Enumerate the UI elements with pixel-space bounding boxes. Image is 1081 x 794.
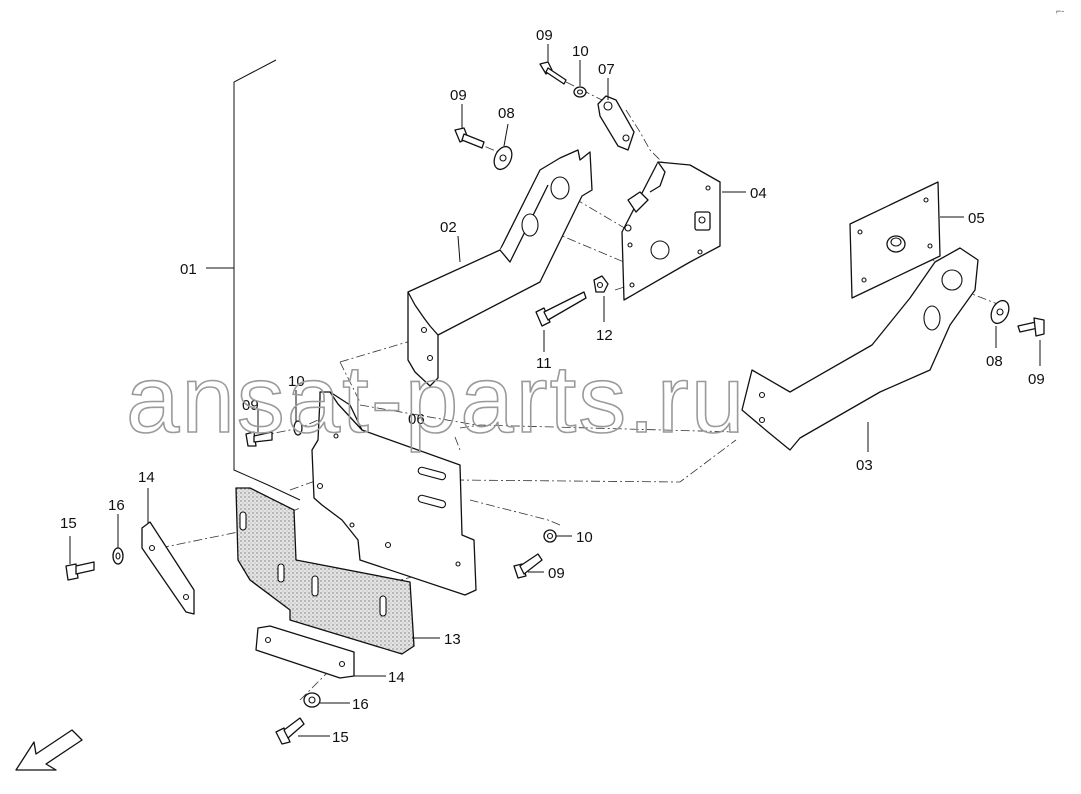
bolt-09-right (1017, 317, 1045, 337)
bolt-09-lower-right (513, 553, 543, 579)
bolt-15-left (65, 561, 95, 581)
assembly-01-bracket (233, 59, 301, 501)
callout-01: 01 (180, 261, 197, 278)
callout-10-top: 10 (572, 43, 589, 60)
part-02-bracket (407, 149, 593, 387)
bolt-11 (535, 291, 587, 327)
part-06-bracket (311, 391, 477, 596)
callout-15-lower: 15 (332, 729, 349, 746)
washer-16-lower (303, 692, 321, 708)
callout-04: 04 (750, 185, 767, 202)
callout-08-left: 08 (498, 105, 515, 122)
callout-09-left: 09 (242, 397, 259, 414)
washer-10-top (573, 86, 587, 98)
part-07-link (597, 95, 635, 151)
callout-08-right: 08 (986, 353, 1003, 370)
callout-09-top: 09 (536, 27, 553, 44)
part-13-pad (235, 487, 415, 655)
callout-03: 03 (856, 457, 873, 474)
direction-arrow-icon (15, 729, 83, 771)
callout-07: 07 (598, 61, 615, 78)
callout-10-left: 10 (288, 373, 305, 390)
part-03-arm (741, 247, 979, 451)
corner-mark: ⌐- (1056, 6, 1064, 16)
callout-13: 13 (444, 631, 461, 648)
washer-08-left (493, 145, 513, 171)
callout-16-lower: 16 (352, 696, 369, 713)
bolt-09-mid (454, 127, 485, 149)
callout-16-left: 16 (108, 497, 125, 514)
callout-12: 12 (596, 327, 613, 344)
watermark: ansat-parts.ru (126, 346, 746, 453)
part-04-plate (621, 161, 721, 301)
callout-05: 05 (968, 210, 985, 227)
nut-12 (593, 275, 609, 293)
washer-08-right (990, 299, 1010, 325)
bolt-09-left (245, 431, 273, 447)
callout-02: 02 (440, 219, 457, 236)
callout-15-left: 15 (60, 515, 77, 532)
callout-09-mid: 09 (450, 87, 467, 104)
callout-14-lower: 14 (388, 669, 405, 686)
callout-06: 06 (408, 411, 425, 428)
callout-09-right: 09 (1028, 371, 1045, 388)
callout-11: 11 (536, 355, 552, 372)
callout-10-right: 10 (576, 529, 593, 546)
part-05-plate (849, 181, 941, 299)
part-14-strip-upper (141, 521, 195, 615)
callout-labels: 01 02 03 04 05 06 07 08 08 09 09 09 09 0… (60, 27, 1045, 746)
callout-14-upper: 14 (138, 469, 155, 486)
washer-10-right (543, 529, 557, 543)
leader-lines (69, 44, 1041, 737)
callout-09-lower-right: 09 (548, 565, 565, 582)
washer-10-left (293, 420, 303, 436)
washer-16-left (112, 547, 124, 565)
bolt-15-lower (275, 717, 305, 745)
bolt-09-top (539, 61, 567, 85)
